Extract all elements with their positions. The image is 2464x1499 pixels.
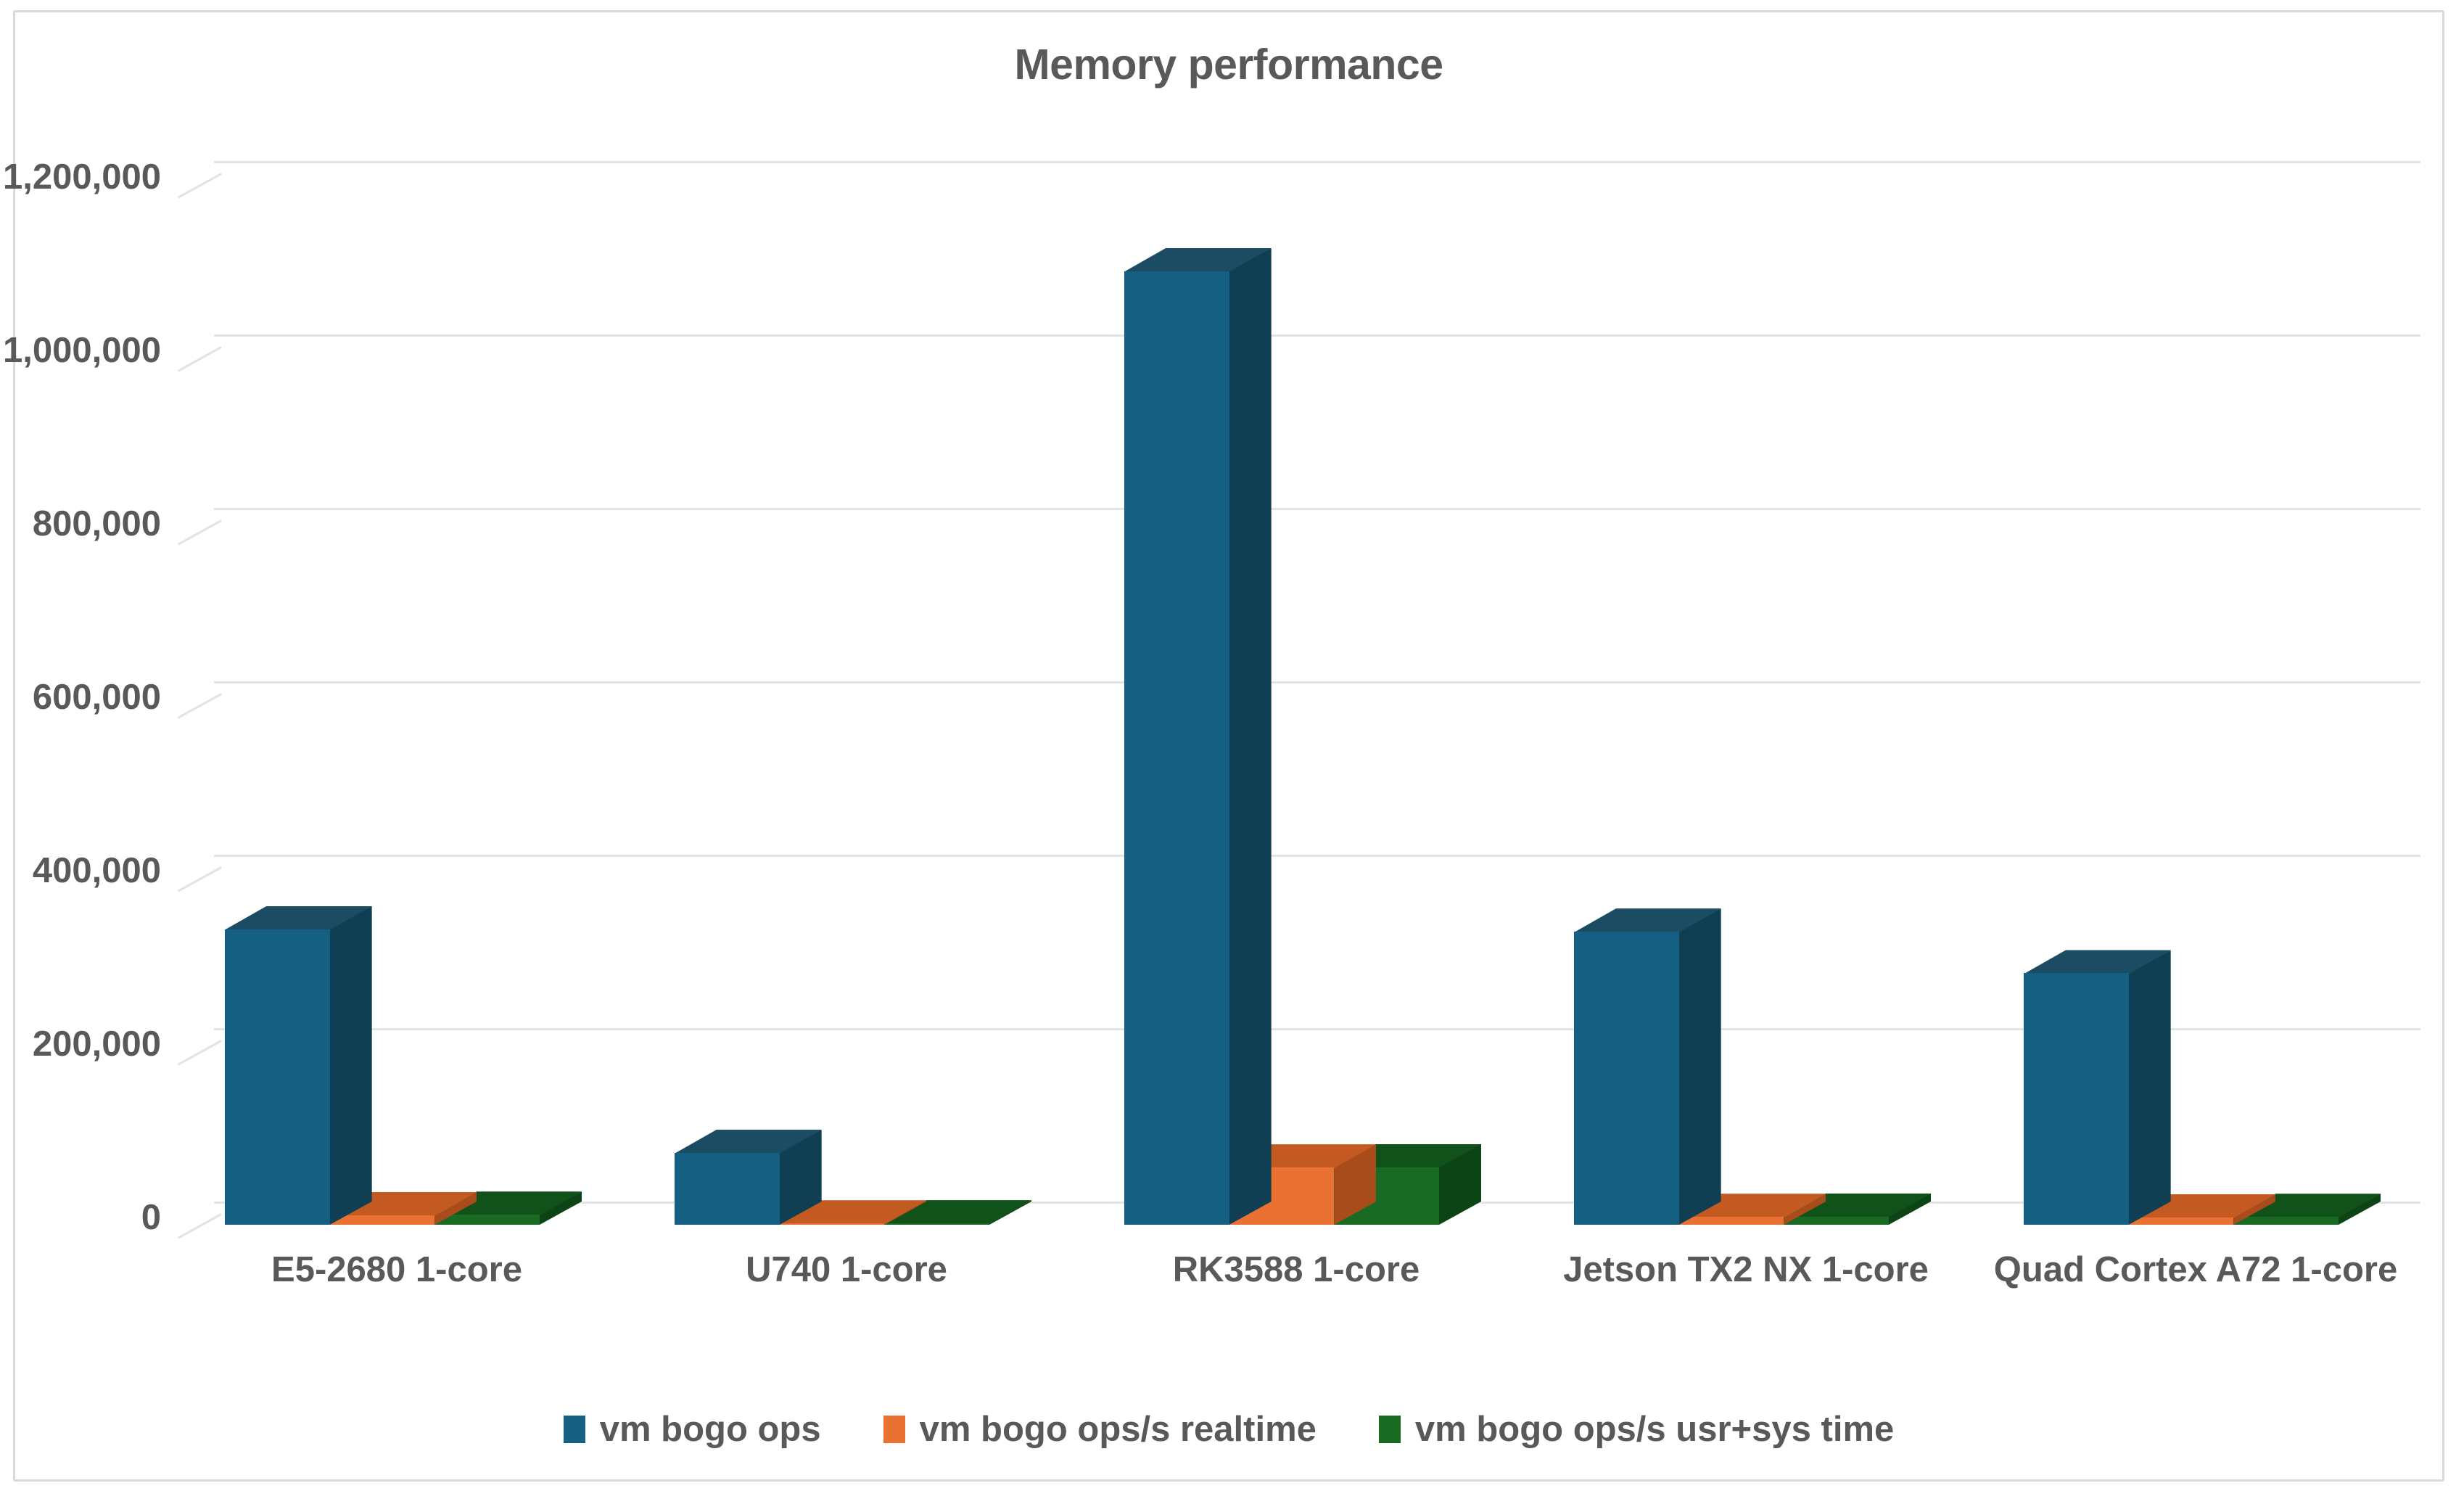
legend-swatch-icon xyxy=(883,1416,905,1443)
legend-swatch-icon xyxy=(1378,1416,1401,1443)
gridline xyxy=(214,161,2420,163)
bar-1-series-1[interactable] xyxy=(225,905,372,1225)
legend-swatch-icon xyxy=(563,1416,585,1443)
gridline xyxy=(214,681,2420,683)
legend-label: vm bogo ops/s usr+sys time xyxy=(1414,1410,1895,1449)
legend-item-1[interactable]: vm bogo ops xyxy=(563,1409,821,1450)
legend-item-2[interactable]: vm bogo ops/s realtime xyxy=(883,1409,1317,1450)
gridline xyxy=(214,508,2420,510)
legend-item-3[interactable]: vm bogo ops/s usr+sys time xyxy=(1378,1409,1895,1450)
y-axis-tick-label: 1,200,000 xyxy=(3,157,161,197)
gridline xyxy=(214,1028,2420,1030)
x-axis-label-2: U740 1-core xyxy=(746,1250,947,1289)
x-axis-label-4: Jetson TX2 NX 1-core xyxy=(1563,1250,1929,1289)
y-axis-tick-label: 400,000 xyxy=(32,851,161,890)
bar-side-face xyxy=(1678,908,1721,1225)
y-axis-tick-label: 1,000,000 xyxy=(3,331,161,370)
gridline xyxy=(214,855,2420,857)
bar-front-face xyxy=(884,1223,989,1225)
bar-front-face xyxy=(329,1215,435,1225)
gridline xyxy=(214,334,2420,337)
x-axis-labels: E5-2680 1-core U740 1-core RK3588 1-core Je… xyxy=(172,1250,2420,1366)
bar-front-face xyxy=(779,1223,885,1225)
bar-front-face xyxy=(1124,271,1229,1225)
bars-layer xyxy=(172,143,2420,1231)
bar-front-face xyxy=(434,1215,540,1225)
legend-label: vm bogo ops xyxy=(599,1410,821,1449)
bar-4-series-1[interactable] xyxy=(1574,908,1721,1225)
bar-front-face xyxy=(1678,1217,1784,1225)
legend-label: vm bogo ops/s realtime xyxy=(919,1410,1317,1449)
x-axis-label-1: E5-2680 1-core xyxy=(271,1250,522,1289)
bar-front-face xyxy=(1784,1216,1889,1225)
bar-front-face xyxy=(225,929,330,1225)
bar-side-face xyxy=(2128,950,2171,1225)
y-axis-tick-label: 0 xyxy=(141,1198,161,1237)
bar-front-face xyxy=(2128,1217,2234,1225)
x-axis-label-5: Quad Cortex A72 1-core xyxy=(1993,1250,2398,1289)
y-axis-tick-label: 200,000 xyxy=(32,1024,161,1064)
bar-side-face xyxy=(329,905,372,1225)
y-axis-tick-label: 600,000 xyxy=(32,678,161,717)
chart-title: Memory performance xyxy=(1014,41,1443,89)
bar-front-face xyxy=(675,1152,780,1225)
chart-legend: vm bogo ops vm bogo ops/s realtime vm bogo… xyxy=(15,1409,2442,1450)
bar-5-series-1[interactable] xyxy=(2024,950,2171,1225)
bar-front-face xyxy=(2233,1217,2339,1225)
x-axis-label-3: RK3588 1-core xyxy=(1172,1250,1420,1289)
bar-front-face xyxy=(1574,932,1679,1225)
chart-container: Memory performance 1,200,000 1,000,000 800… xyxy=(3,10,2444,1482)
bar-side-face xyxy=(1229,247,1272,1225)
y-axis-tick-label: 800,000 xyxy=(32,504,161,543)
bar-2-series-1[interactable] xyxy=(675,1129,822,1225)
bar-front-face xyxy=(2024,973,2129,1225)
bar-3-series-1[interactable] xyxy=(1124,247,1272,1225)
